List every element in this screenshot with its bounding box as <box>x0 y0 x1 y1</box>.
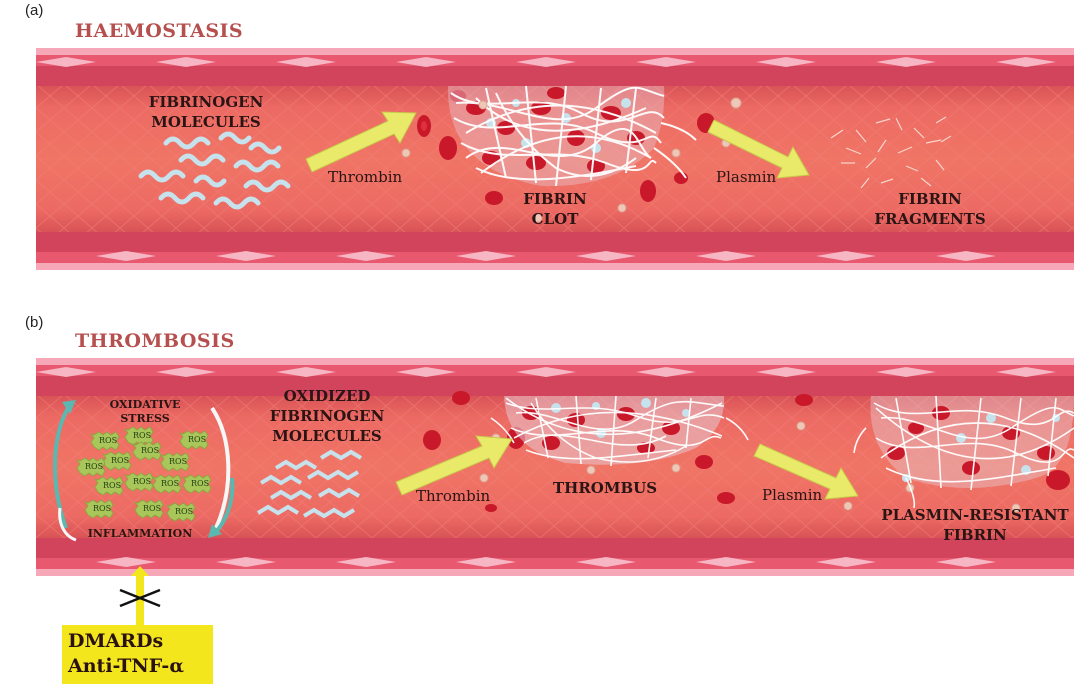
fibrin-clot-label-line2: CLOT <box>500 209 610 229</box>
fibrinogen-label-line2: MOLECULES <box>136 112 276 132</box>
plasmin-resistant-label-line1: PLASMIN-RESISTANT <box>880 505 1070 525</box>
ros-label: ROS <box>103 481 121 490</box>
ros-label: ROS <box>161 479 179 488</box>
thrombus-label: THROMBUS <box>553 478 657 498</box>
oxidized-label-line2: FIBRINOGEN <box>266 406 388 426</box>
vessel-haemostasis-art <box>36 48 1074 270</box>
fibrin-clot-label: FIBRIN CLOT <box>500 189 610 229</box>
ros-label: ROS <box>188 435 206 444</box>
plasmin-resistant-label-line2: FIBRIN <box>880 525 1070 545</box>
plasmin-resistant-label: PLASMIN-RESISTANT FIBRIN <box>880 505 1070 545</box>
ros-label: ROS <box>85 462 103 471</box>
ros-label: ROS <box>191 479 209 488</box>
ros-label: ROS <box>99 436 117 445</box>
fibrinogen-molecules-label: FIBRINOGEN MOLECULES <box>136 92 276 132</box>
fibrinogen-label-line1: FIBRINOGEN <box>136 92 276 112</box>
dmards-anti-tnf-box: DMARDs Anti-TNF-α <box>62 625 213 684</box>
oxidative-stress-label-line1: OXIDATIVE <box>100 398 190 412</box>
inhibition-arrow <box>100 566 180 626</box>
oxidative-stress-label: OXIDATIVE STRESS <box>100 398 190 426</box>
ros-label: ROS <box>141 446 159 455</box>
oxidized-fibrinogen-label: OXIDIZED FIBRINOGEN MOLECULES <box>266 386 388 446</box>
ros-label: ROS <box>169 457 187 466</box>
vessel-haemostasis <box>36 48 1074 270</box>
ros-label: ROS <box>111 456 129 465</box>
plasmin-label-b: Plasmin <box>762 485 822 505</box>
panel-b-title: THROMBOSIS <box>75 330 235 352</box>
plasmin-label-a: Plasmin <box>716 167 776 187</box>
panel-a-letter: (a) <box>25 2 43 19</box>
oxidized-label-line1: OXIDIZED <box>266 386 388 406</box>
ros-label: ROS <box>133 431 151 440</box>
drug-box-line2: Anti-TNF-α <box>68 654 213 679</box>
oxidized-label-line3: MOLECULES <box>266 426 388 446</box>
inflammation-label: INFLAMMATION <box>85 527 195 541</box>
ros-label: ROS <box>143 504 161 513</box>
panel-b-letter: (b) <box>25 314 43 331</box>
thrombin-label-a: Thrombin <box>328 167 402 187</box>
ros-label: ROS <box>93 504 111 513</box>
ros-label: ROS <box>133 477 151 486</box>
fibrin-fragments-label-line2: FRAGMENTS <box>865 209 995 229</box>
fibrin-fragments-label-line1: FIBRIN <box>865 189 995 209</box>
fibrin-clot-label-line1: FIBRIN <box>500 189 610 209</box>
fibrin-fragments-label: FIBRIN FRAGMENTS <box>865 189 995 229</box>
ros-label: ROS <box>175 507 193 516</box>
oxidative-stress-label-line2: STRESS <box>100 412 190 426</box>
panel-a-title: HAEMOSTASIS <box>75 20 243 42</box>
drug-box-line1: DMARDs <box>68 629 213 654</box>
thrombin-label-b: Thrombin <box>416 486 490 506</box>
